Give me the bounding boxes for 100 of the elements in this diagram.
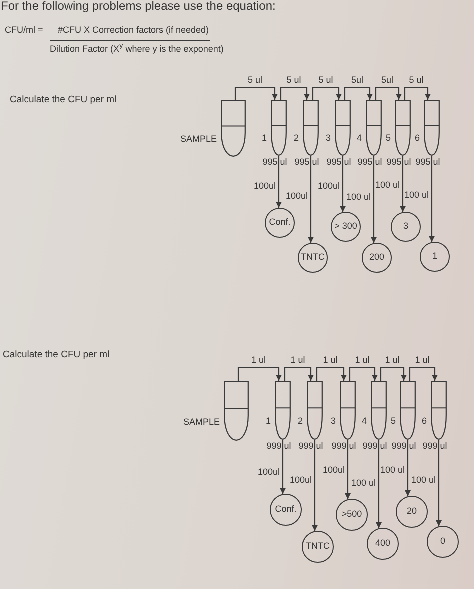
transfer-arrow	[238, 367, 282, 381]
equation-numerator: #CFU X Correction factors (if needed)	[58, 24, 210, 36]
edge-label: 100 ul	[351, 478, 376, 488]
volume-label: 995 ul	[294, 157, 320, 168]
edge-label: 5 ul	[318, 74, 334, 86]
edge-label: 5 ul	[248, 74, 262, 86]
edge-label: 100ul	[290, 474, 312, 486]
test-tube	[366, 100, 382, 156]
plating-arrow	[280, 440, 286, 494]
plating-arrow	[312, 440, 318, 532]
test-tube	[371, 381, 387, 440]
transfer-arrow	[404, 87, 431, 100]
test-tube	[395, 100, 411, 156]
colony-count: 1	[432, 252, 438, 262]
volume-label: 995 ul	[416, 157, 440, 168]
edge-label: 100ul	[286, 190, 308, 202]
volume-label: 999 ul	[298, 441, 324, 452]
edge-label: 100 ul	[411, 474, 436, 486]
transfer-arrow	[349, 367, 378, 381]
test-tube	[275, 381, 291, 440]
transfer-arrow	[409, 367, 438, 381]
plating-arrow	[308, 156, 314, 244]
edge-label: 1 ul	[415, 354, 430, 366]
colony-count: 3	[403, 222, 408, 232]
plate-circle	[420, 242, 450, 272]
tube-label: 1	[262, 132, 267, 144]
plate-circle	[302, 531, 334, 563]
transfer-arrow	[375, 87, 402, 100]
plating-arrow	[340, 156, 346, 212]
test-tube	[340, 381, 356, 440]
volume-label: 995 ul	[262, 157, 288, 168]
edge-label: 100ul	[322, 464, 345, 476]
plate-circle	[362, 243, 392, 273]
test-tube	[424, 100, 440, 156]
edge-label: 1 ul	[385, 354, 400, 366]
plating-arrow	[376, 440, 382, 528]
tube-label: SAMPLE	[183, 416, 220, 427]
edge-label: 100ul	[258, 466, 280, 478]
volume-label: 999 ul	[266, 441, 292, 452]
plate-circle	[265, 208, 295, 238]
test-tube	[307, 381, 323, 440]
plating-arrow	[345, 440, 351, 500]
test-tube	[400, 381, 416, 440]
test-tube	[431, 381, 447, 440]
tube-label: 2	[294, 132, 299, 144]
test-tube	[271, 100, 287, 156]
colony-count: 400	[375, 539, 391, 549]
plate-circle	[391, 212, 421, 242]
test-tube	[224, 381, 249, 441]
plating-arrow	[429, 156, 435, 242]
plate-circle	[331, 212, 361, 242]
tube-label: 2	[298, 416, 303, 426]
tube-label: 4	[362, 416, 367, 426]
test-tube	[335, 100, 351, 156]
transfer-arrow	[312, 87, 342, 100]
volume-label: 999 ul	[422, 441, 448, 452]
edge-label: 5ul	[382, 74, 394, 86]
question-text: Calculate the CFU per ml	[10, 96, 117, 106]
colony-count: > 300	[334, 222, 358, 232]
colony-count: TNTC	[306, 542, 330, 552]
edge-label: 100ul	[254, 180, 276, 192]
edge-label: 1 ul	[252, 354, 266, 366]
edge-label: 100 ul	[346, 192, 371, 202]
colony-count: >500	[342, 510, 362, 520]
edge-label: 100 ul	[375, 180, 400, 190]
plating-arrow	[400, 156, 406, 212]
transfer-arrow	[316, 367, 347, 381]
edge-label: 100 ul	[380, 464, 405, 476]
colony-count: Conf.	[275, 505, 297, 515]
transfer-arrow	[344, 87, 373, 100]
plate-circle	[427, 526, 459, 558]
transfer-arrow	[280, 87, 310, 100]
tube-label: 6	[414, 132, 420, 144]
tube-label: SAMPLE	[180, 134, 217, 144]
colony-count: 0	[440, 537, 446, 547]
tube-label: 1	[266, 416, 271, 426]
tube-label: 3	[326, 132, 331, 144]
volume-label: 999 ul	[332, 441, 356, 452]
edge-label: 1 ul	[290, 354, 306, 366]
edge-label: 100ul	[318, 180, 340, 192]
equation-denominator: Dilution Factor (X$^{y}$ where y is the exponent)	[50, 42, 224, 54]
edge-label: 5ul	[352, 74, 364, 86]
transfer-arrow	[234, 87, 278, 100]
tube-label: 3	[330, 416, 336, 426]
transfer-arrow	[380, 367, 407, 381]
plating-arrow	[405, 440, 411, 496]
plating-arrow	[371, 156, 377, 244]
volume-label: 999 ul	[362, 441, 388, 452]
tube-label: 6	[422, 416, 427, 426]
edge-label: 100 ul	[404, 190, 429, 200]
edge-label: 1 ul	[323, 354, 338, 366]
edge-label: 1 ul	[355, 354, 370, 366]
colony-count: Conf.	[269, 218, 291, 228]
volume-label: 995 ul	[326, 157, 352, 168]
plating-arrow	[276, 156, 282, 208]
plate-circle	[298, 243, 328, 273]
tube-label: 5	[390, 416, 396, 426]
question-text: Calculate the CFU per ml	[3, 350, 110, 362]
transfer-arrow	[284, 367, 314, 381]
plate-circle	[270, 494, 302, 526]
